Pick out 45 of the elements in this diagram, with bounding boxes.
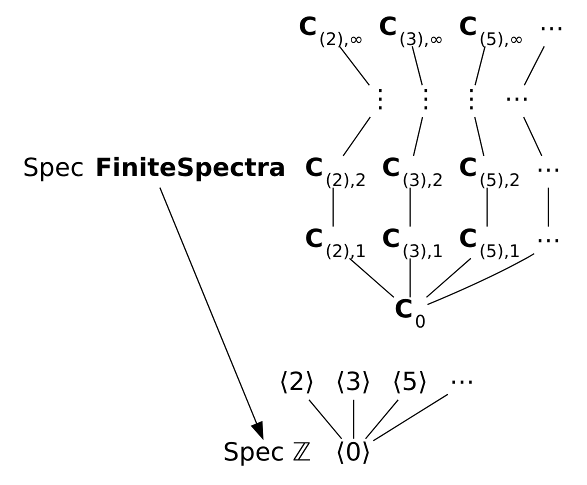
connector (349, 258, 394, 298)
node-text: ⋯ (504, 84, 530, 114)
connector (426, 258, 472, 298)
connector (342, 116, 371, 156)
node-text: ⋮ (458, 84, 484, 114)
node-text: ⟨3⟩ (336, 366, 372, 396)
node-text: ⟨2⟩ (278, 366, 315, 396)
connector (410, 188, 411, 227)
node-text: C$_{(5),1}$ (458, 224, 520, 262)
connector (352, 400, 354, 439)
arrow (159, 187, 264, 440)
node-text: C$_{(3),∞}$ (378, 12, 444, 50)
node-text: C$_{(2),∞}$ (298, 12, 364, 50)
connector (308, 399, 342, 440)
node-text: ⋯ (539, 13, 564, 42)
node-text: ⟨5⟩ (392, 366, 428, 396)
node-text: C$_{(5),∞}$ (458, 12, 524, 50)
connector (486, 188, 488, 227)
connector (412, 46, 423, 86)
connector (332, 188, 334, 227)
node-text: ⋮ (368, 84, 393, 114)
connector (410, 258, 411, 298)
node-text: C$_{(3),1}$ (382, 224, 444, 262)
connector (427, 253, 534, 306)
node-text: C$_{(5),2}$ (458, 153, 520, 192)
node-text: ⋯ (536, 225, 561, 254)
connector (548, 188, 550, 227)
node-text: ⋯ (449, 366, 475, 396)
node-text: C$_{0}$ (394, 294, 426, 333)
connector (474, 116, 484, 156)
connector (372, 394, 448, 442)
node-text: ⋮ (413, 84, 438, 114)
node-text: Spec ℤ (223, 438, 312, 467)
node-text: C$_{(2),2}$ (304, 153, 366, 192)
node-text: Spec FiniteSpectra (22, 153, 286, 182)
connector (524, 46, 545, 86)
node-text: ⋯ (536, 154, 561, 184)
node-text: C$_{(2),1}$ (304, 224, 366, 262)
connector (412, 116, 424, 156)
connector (474, 46, 486, 86)
node-text: ⟨0⟩ (336, 438, 372, 467)
connector (338, 46, 370, 86)
connector (523, 116, 542, 156)
connector (365, 399, 399, 440)
node-text: C$_{(3),2}$ (382, 153, 444, 192)
